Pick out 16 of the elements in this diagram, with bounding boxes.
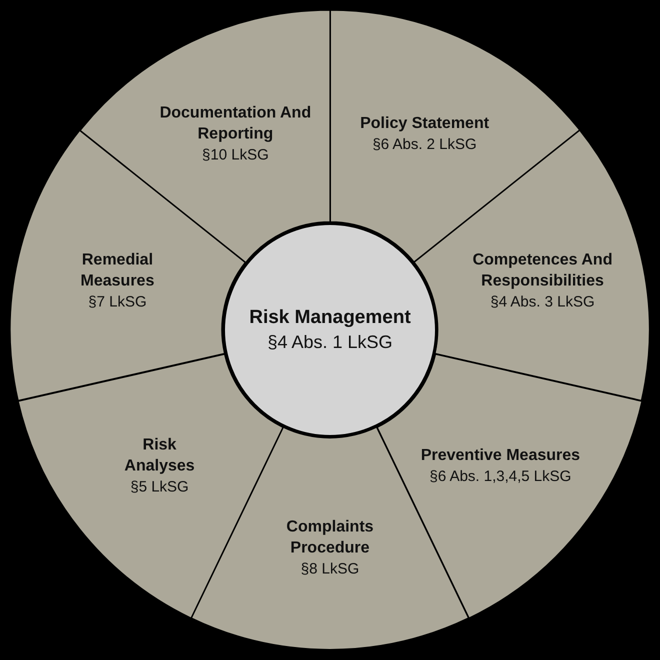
center-heading: Risk Management [248,306,412,330]
law-reference: §5 LkSG [129,477,190,498]
segment-heading: Competences And Responsibilities [472,250,614,292]
law-reference: §6 Abs. 1,3,4,5 LkSG [428,466,572,487]
segment-heading: Policy Statement [359,114,490,134]
law-reference: §10 LkSG [201,145,270,166]
segment-heading: Risk Analyses [123,435,196,476]
segment-heading: Preventive Measures [420,446,582,466]
law-reference: §8 LkSG [300,559,360,580]
segment-heading: Documentation And Reporting [158,103,312,144]
law-reference: §4 Abs. 1 LkSG [266,331,394,354]
law-reference: §4 Abs. 3 LkSG [489,292,596,313]
law-reference: §6 Abs. 2 LkSG [371,134,478,155]
segment-heading: Remedial Measures [80,250,156,292]
segment-heading: Complaints Procedure [285,517,375,558]
law-reference: §7 LkSG [87,292,148,313]
